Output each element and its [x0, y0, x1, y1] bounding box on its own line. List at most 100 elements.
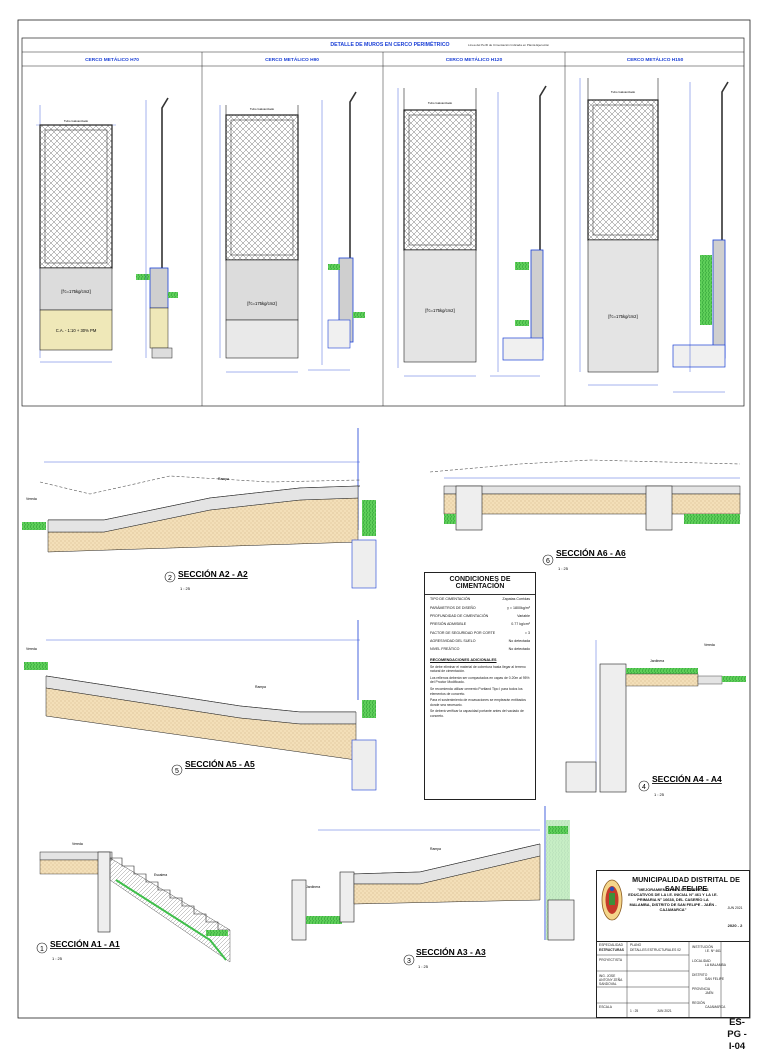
location-value: LA MALAMBA	[705, 963, 726, 967]
recommendations-notes: Se debe eliminar el material de cobertur…	[425, 664, 535, 720]
section-a5-title-group: 5 SECCIÓN A5 - A5	[171, 758, 255, 776]
foundation-conditions-title: CONDICIONES DE CIMENTACIÓN	[425, 573, 535, 595]
column-label-h90: CERCO METÁLICO H90	[265, 56, 319, 63]
municipality-name: MUNICIPALIDAD DISTRITAL DE SAN FELIPE	[632, 875, 740, 893]
fence-h120-fill-note: [f'c=175kg/cm2]	[425, 308, 454, 313]
condition-row: PRESIÓN ADMISIBLE 0.77 kg/cm²	[425, 620, 535, 628]
section-a3-title-group: 3 SECCIÓN A3 - A3 1 : 25	[403, 946, 486, 969]
plano-label: PLANO	[630, 943, 642, 947]
condition-value: 0.77 kg/cm²	[511, 622, 530, 627]
recommendation-note: Los rellenos deberán ser compactados en …	[430, 675, 530, 685]
section-a4-drawing: Jardinera Vereda	[565, 640, 746, 793]
condition-value: Zapatas Corridas	[502, 597, 530, 602]
fence-h120-elevation: Tubo Galvanizado [f'c=175kg/cm2]	[397, 85, 547, 377]
section-a3-rampa-label: Rampa	[430, 847, 441, 851]
recommendation-note: Se recomienda utilizar cemento Portland …	[430, 687, 523, 696]
section-a5-rampa-label: Rampa	[255, 685, 266, 689]
section-a3-drawing: Rampa Jardinera	[291, 806, 575, 941]
section-a1-title: SECCIÓN A1 - A1	[50, 938, 120, 949]
section-a2-vereda-label: Vereda	[26, 497, 37, 501]
recommendations-title: RECOMENDACIONES ADICIONALES	[430, 657, 497, 662]
column-label-h120: CERCO METÁLICO H120	[446, 56, 503, 63]
fence-h90-fill-note: [f'c=175kg/cm2]	[247, 301, 276, 306]
section-a2-title: SECCIÓN A2 - A2	[178, 568, 248, 579]
condition-value: No detectada	[508, 639, 530, 644]
section-a2-scale: 1 : 25	[180, 586, 191, 591]
condition-key: NIVEL FREÁTICO	[430, 647, 460, 652]
section-a1-vereda-label: Vereda	[72, 842, 83, 846]
section-a4-scale: 1 : 25	[654, 792, 665, 797]
location-value: CAJAMARCA	[705, 1005, 726, 1009]
section-a6-title-group: 6 SECCIÓN A6 - A6 1 : 25	[542, 547, 626, 571]
section-a2-drawing: Rampa Vereda	[22, 428, 377, 589]
fence-h70-elevation: Tubo Galvanizado [f'c=175kg/cm2] C.A. - …	[36, 97, 178, 363]
location-value: SAN FELIPE	[705, 977, 725, 981]
fence-h90-mesh-label: Tubo Galvanizado	[250, 107, 275, 111]
condition-value: Variable	[517, 613, 530, 618]
section-a4-vereda-label: Vereda	[704, 643, 715, 647]
title-block-header: MUNICIPALIDAD DISTRITAL DE SAN FELIPE "M…	[597, 871, 749, 942]
municipal-seal-icon	[601, 879, 623, 921]
fence-h150-elevation: Tubo Galvanizado [f'c=175kg/cm2]	[579, 78, 729, 393]
section-a1-escalera-label: Escalera	[154, 873, 167, 877]
section-a5-drawing: Rampa Vereda	[24, 620, 377, 791]
section-a4-jardinera-label: Jardinera	[650, 659, 664, 663]
title-block-lines	[597, 941, 722, 1017]
section-a3-scale: 1 : 25	[418, 964, 429, 969]
section-a1-number: 1	[40, 946, 44, 953]
section-a5-vereda-label: Vereda	[26, 647, 37, 651]
column-label-h70: CERCO METÁLICO H70	[85, 56, 139, 63]
section-a3-jardinera-label: Jardinera	[306, 885, 320, 889]
section-a3-title: SECCIÓN A3 - A3	[416, 946, 486, 957]
condition-value: = 3	[524, 630, 530, 635]
section-a1-title-group: 1 SECCIÓN A1 - A1 1 : 25	[36, 938, 120, 961]
section-a1-scale: 1 : 25	[52, 956, 63, 961]
title-block: MUNICIPALIDAD DISTRITAL DE SAN FELIPE "M…	[596, 870, 750, 1052]
fecha-value: JUN 2021	[657, 1009, 672, 1013]
fence-h70-extra-note: C.A. - 1:10 + 30% PM	[56, 328, 97, 333]
section-a2-number: 2	[168, 575, 172, 582]
section-a6-number: 6	[546, 558, 550, 565]
recommendation-note: Se deberá verificar la capacidad portant…	[430, 709, 524, 718]
section-a1-drawing: Escalera Vereda	[39, 842, 231, 963]
location-key: PROVINCIA	[692, 987, 711, 991]
column-label-h150: CERCO METÁLICO H150	[627, 56, 684, 63]
especialidad-label: ESPECIALIDAD	[599, 943, 624, 947]
top-panel-note: Línea del Perfil de Cimentación Indicada…	[468, 43, 550, 47]
location-value: JAÉN	[705, 991, 714, 995]
title-block-rev: 2020 - 2	[727, 923, 743, 928]
location-key: LOCALIDAD	[692, 959, 711, 963]
condition-value: γ = 1800kg/m³	[507, 605, 530, 610]
condition-value: No detectado	[508, 647, 530, 652]
condition-key: PROFUNDIDAD DE CIMENTACIÓN	[430, 613, 489, 618]
location-key: REGIÓN	[692, 1001, 706, 1005]
responsable-label: PROYECTISTA	[599, 958, 623, 962]
section-a4-title-group: 4 SECCIÓN A4 - A4 1 : 25	[638, 773, 722, 797]
condition-row: FACTOR DE SEGURIDAD POR CORTE= 3	[425, 629, 535, 637]
top-panel: DETALLE DE MUROS EN CERCO PERIMÉTRICO Lí…	[21, 37, 745, 407]
section-a4-number: 4	[642, 784, 646, 791]
project-name: "MEJORAMIENTO DE LOS SERVICIOS EDUCATIVO…	[628, 887, 718, 912]
section-a5-title: SECCIÓN A5 - A5	[185, 758, 255, 769]
location-value: I.E. Nº 461	[705, 949, 721, 953]
recommendation-note: Se debe eliminar el material de cobertur…	[430, 664, 526, 674]
section-a6-scale: 1 : 25	[558, 566, 569, 571]
recommendation-note: Para el sostenimiento de excavaciones se…	[430, 698, 526, 707]
foundation-conditions-table: CONDICIONES DE CIMENTACIÓN TIPO DE CIMEN…	[424, 572, 536, 800]
fence-h70-mesh-label: Tubo Galvanizado	[64, 119, 89, 123]
section-a2-title-group: 2 SECCIÓN A2 - A2 1 : 25	[164, 568, 248, 591]
section-a3-number: 3	[407, 958, 411, 965]
section-a5-number: 5	[175, 768, 179, 775]
location-key: DISTRITO	[692, 973, 708, 977]
fence-h90-elevation: Tubo Galvanizado [f'c=175kg/cm2]	[219, 91, 365, 373]
section-a6-drawing	[429, 459, 741, 531]
fence-h150-fill-note: [f'c=175kg/cm2]	[608, 314, 637, 319]
condition-key: PRESIÓN ADMISIBLE	[430, 622, 467, 627]
title-block-side: JUN 2021 2020 - 2	[721, 885, 749, 929]
condition-row: PROFUNDIDAD DE CIMENTACIÓN Variable	[425, 612, 535, 620]
escala-label: ESCALA	[599, 1005, 613, 1009]
